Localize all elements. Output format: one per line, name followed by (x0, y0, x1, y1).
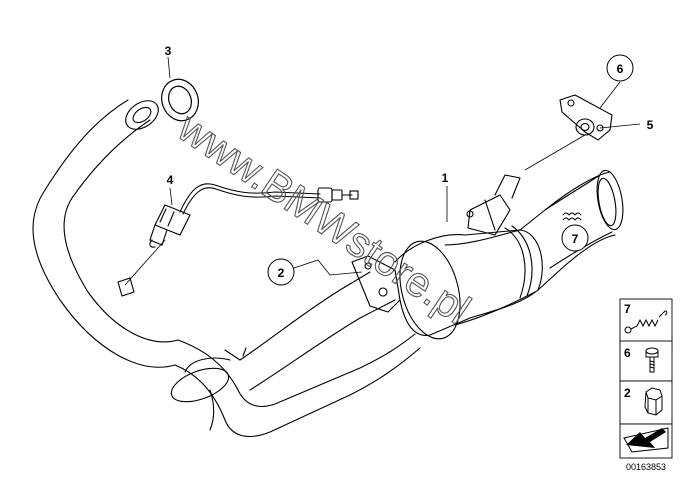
nut-icon (644, 387, 663, 416)
diagram-number: 00163853 (626, 462, 666, 472)
callout-7-circle (561, 224, 589, 252)
spring-icon (624, 310, 668, 334)
legend-item-spring-number: 7 (624, 302, 631, 316)
callout-2: 2 (278, 266, 285, 280)
callout-6: 6 (617, 62, 624, 76)
lambda-sensor (149, 183, 359, 248)
callout-2-circle (267, 258, 295, 286)
watermark: www.BMWstore.pl (169, 103, 479, 333)
callout-3: 3 (165, 44, 172, 58)
legend-item-screw-number: 6 (624, 346, 631, 360)
manifold-pipes (32, 99, 624, 438)
callout-7: 7 (572, 232, 579, 246)
mounting-bracket (559, 94, 613, 141)
screw-icon (645, 347, 659, 373)
arrow-icon (623, 427, 669, 453)
callout-4: 4 (167, 173, 174, 187)
callout-6-circle (606, 54, 634, 82)
callout-1: 1 (442, 171, 449, 185)
gasket-ring (161, 78, 199, 122)
legend-item-nut-number: 2 (624, 386, 631, 400)
parts-legend: 7 6 2 00163853 (619, 298, 673, 472)
callout-5: 5 (647, 118, 654, 132)
leader-lines (124, 56, 641, 286)
